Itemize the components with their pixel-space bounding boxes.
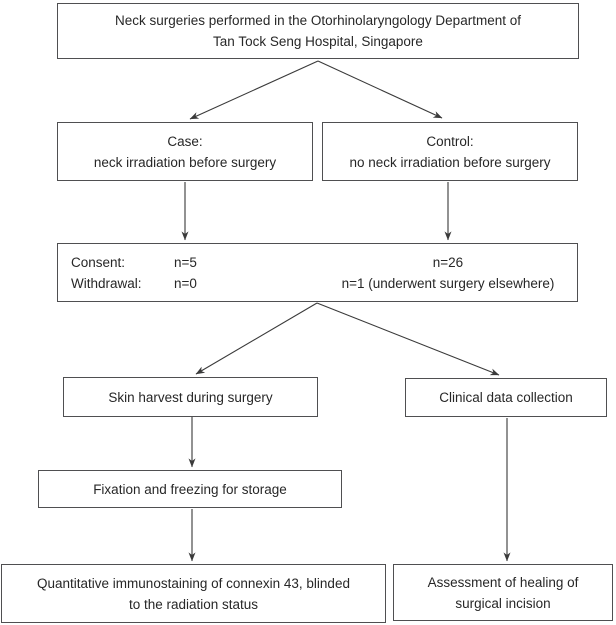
node-clinical-data-label: Clinical data collection — [439, 390, 573, 405]
node-healing-line1: Assessment of healing of — [427, 574, 579, 590]
node-source-line2: Tan Tock Seng Hospital, Singapore — [213, 34, 423, 49]
node-control-desc: no neck irradiation before surgery — [349, 154, 551, 170]
node-immunostaining: Quantitative immunostaining of connexin … — [1, 564, 386, 623]
arrow-enrollment-to-skin-harvest — [195, 302, 318, 375]
node-skin-harvest: Skin harvest during surgery — [63, 377, 318, 417]
node-immunostaining-line2: to the radiation status — [128, 596, 259, 612]
consent-label: Consent: — [71, 255, 126, 270]
enrollment-case-values: n=5 n=0 — [174, 252, 197, 294]
node-control-group: Control: no neck irradiation before surg… — [322, 122, 578, 181]
case-consent-count: n=5 — [174, 255, 197, 270]
node-control-title: Control: — [426, 133, 474, 149]
node-immunostaining-line1: Quantitative immunostaining of connexin … — [37, 575, 350, 591]
node-fixation-storage: Fixation and freezing for storage — [38, 470, 342, 508]
node-healing-line2: surgical incision — [455, 595, 551, 611]
enrollment-control-values: n=26 n=1 (underwent surgery elsewhere) — [332, 252, 564, 294]
node-case-desc: neck irradiation before surgery — [93, 154, 277, 170]
arrow-enrollment-to-clinical-data — [316, 302, 500, 376]
withdrawal-label: Withdrawal: — [71, 276, 142, 291]
node-source-line1: Neck surgeries performed in the Otorhino… — [115, 13, 521, 28]
control-withdrawal-count: n=1 (underwent surgery elsewhere) — [341, 276, 555, 291]
node-clinical-data: Clinical data collection — [405, 378, 607, 417]
control-consent-count: n=26 — [432, 255, 464, 270]
case-withdrawal-count: n=0 — [174, 276, 197, 291]
node-healing-assessment: Assessment of healing of surgical incisi… — [393, 564, 613, 621]
arrow-source-to-case — [189, 60, 319, 120]
node-case-title: Case: — [167, 133, 203, 149]
node-source-population: Neck surgeries performed in the Otorhino… — [57, 3, 579, 59]
arrow-source-to-control — [317, 60, 443, 119]
node-skin-harvest-label: Skin harvest during surgery — [108, 389, 273, 405]
enrollment-row-labels: Consent: Withdrawal: — [71, 252, 142, 294]
node-case-group: Case: neck irradiation before surgery — [57, 122, 313, 181]
node-enrollment-counts: Consent: Withdrawal: n=5 n=0 n=26 n=1 (u… — [57, 243, 578, 302]
node-fixation-storage-label: Fixation and freezing for storage — [93, 481, 287, 497]
